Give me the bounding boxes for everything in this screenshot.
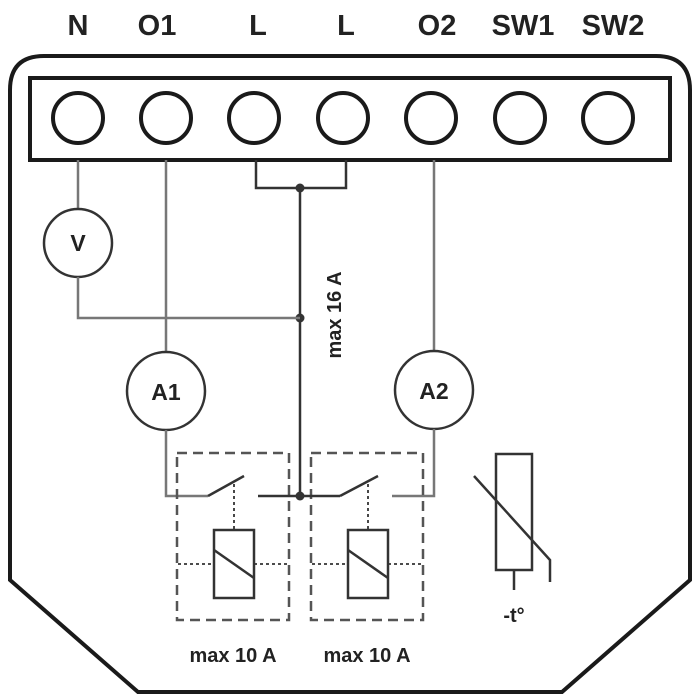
terminal-screw-n (51, 91, 105, 145)
thermistor-body (494, 452, 534, 572)
relay-1-coil-diagonal (213, 548, 255, 580)
terminal-screw-l1 (227, 91, 281, 145)
relay-1-current-label: max 10 A (189, 645, 276, 667)
thermistor-label: -t° (503, 605, 524, 627)
relay-2-box (309, 451, 425, 622)
junction-dot (295, 183, 305, 193)
terminal-label-l1: L (249, 10, 267, 42)
terminal-label-o1: O1 (138, 10, 177, 42)
terminal-label-n: N (68, 10, 89, 42)
relay-2-current-label: max 10 A (323, 645, 410, 667)
relay-1-box (175, 451, 291, 622)
terminal-label-l2: L (337, 10, 355, 42)
relay-1-output-wire (164, 430, 208, 498)
terminal-screw-sw2 (581, 91, 635, 145)
terminal-block (28, 76, 672, 162)
terminal-screw-o1 (139, 91, 193, 145)
terminal-screw-sw1 (493, 91, 547, 145)
relay-2-coil-diagonal (347, 548, 389, 580)
terminal-screw-l2 (316, 91, 370, 145)
terminal-screw-o2 (404, 91, 458, 145)
relay-2-output-wire (392, 429, 436, 498)
voltmeter-label: V (70, 230, 86, 256)
main-current-label: max 16 A (324, 271, 346, 358)
relay-2-switch-contact (339, 474, 379, 498)
voltmeter-return-wire (76, 277, 300, 320)
ammeter-1-label: A1 (151, 379, 181, 405)
relay-1-switch-contact (207, 474, 245, 498)
terminal-label-sw1: SW1 (492, 10, 555, 42)
ammeter-2-label: A2 (419, 378, 448, 404)
device-outline (8, 54, 692, 694)
terminal-label-o2: O2 (418, 10, 457, 42)
thermistor-sensing-line (473, 475, 552, 582)
terminal-label-sw2: SW2 (582, 10, 645, 42)
